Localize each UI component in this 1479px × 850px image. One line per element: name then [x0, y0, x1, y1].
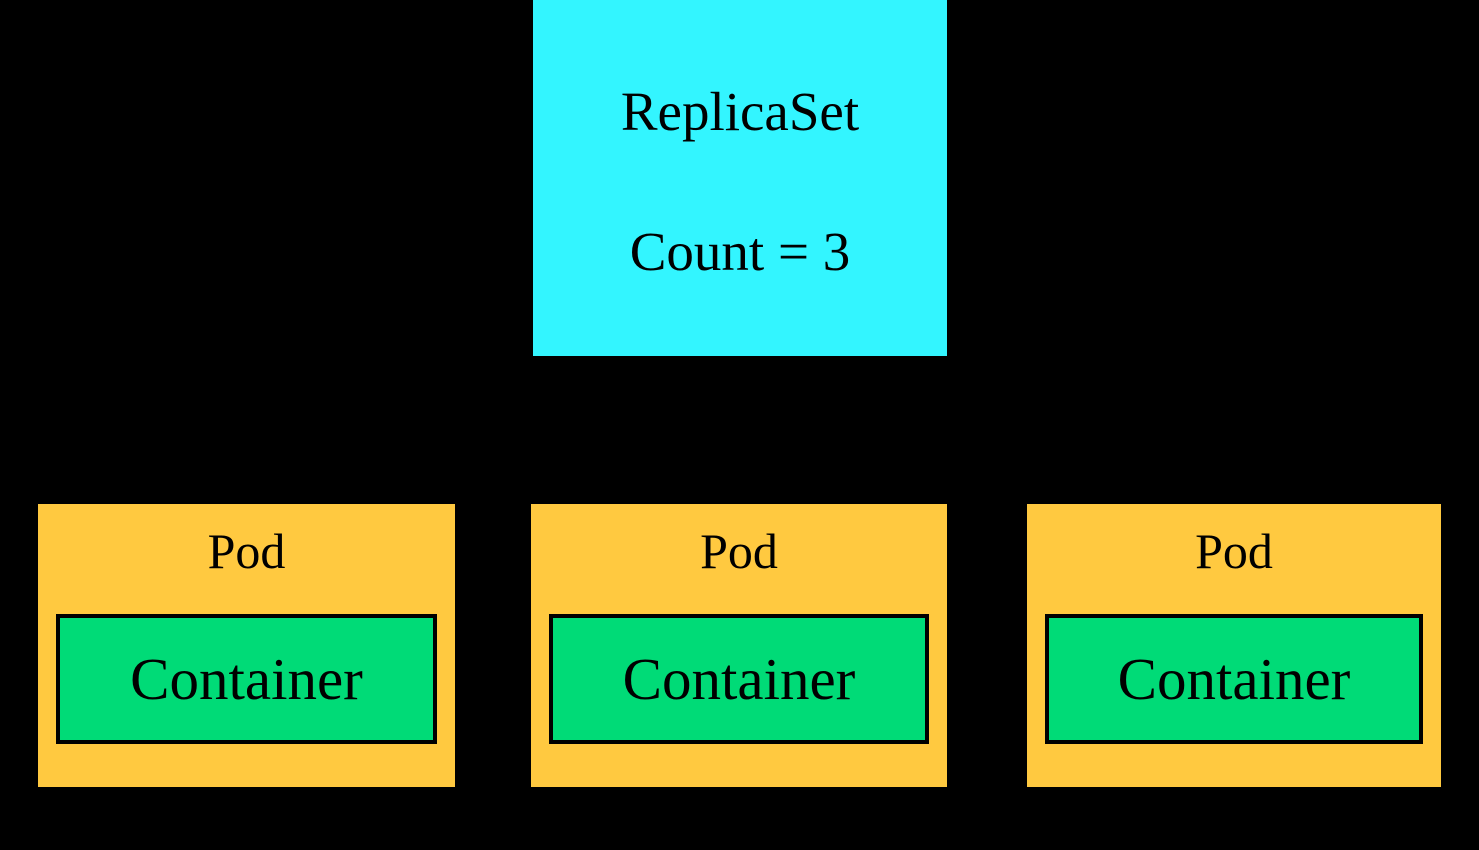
replicaset-title: ReplicaSet: [620, 80, 860, 142]
container-node-1[interactable]: Container: [56, 614, 437, 744]
container-label-3: Container: [1117, 645, 1351, 712]
pod-label-1: Pod: [207, 523, 286, 579]
pod-label-2: Pod: [700, 523, 778, 579]
container-node-3[interactable]: Container: [1045, 614, 1423, 744]
container-node-2[interactable]: Container: [549, 614, 929, 744]
pod-label-3: Pod: [1195, 523, 1273, 579]
pod-node-3[interactable]: Pod Container: [1027, 504, 1441, 787]
pod-node-2[interactable]: Pod Container: [531, 504, 947, 787]
pod-node-1[interactable]: Pod Container: [38, 504, 455, 787]
replicaset-count-label: Count = 3: [629, 220, 851, 282]
replicaset-node[interactable]: ReplicaSet Count = 3: [533, 0, 947, 356]
container-label-1: Container: [130, 645, 363, 712]
container-label-2: Container: [622, 645, 856, 712]
